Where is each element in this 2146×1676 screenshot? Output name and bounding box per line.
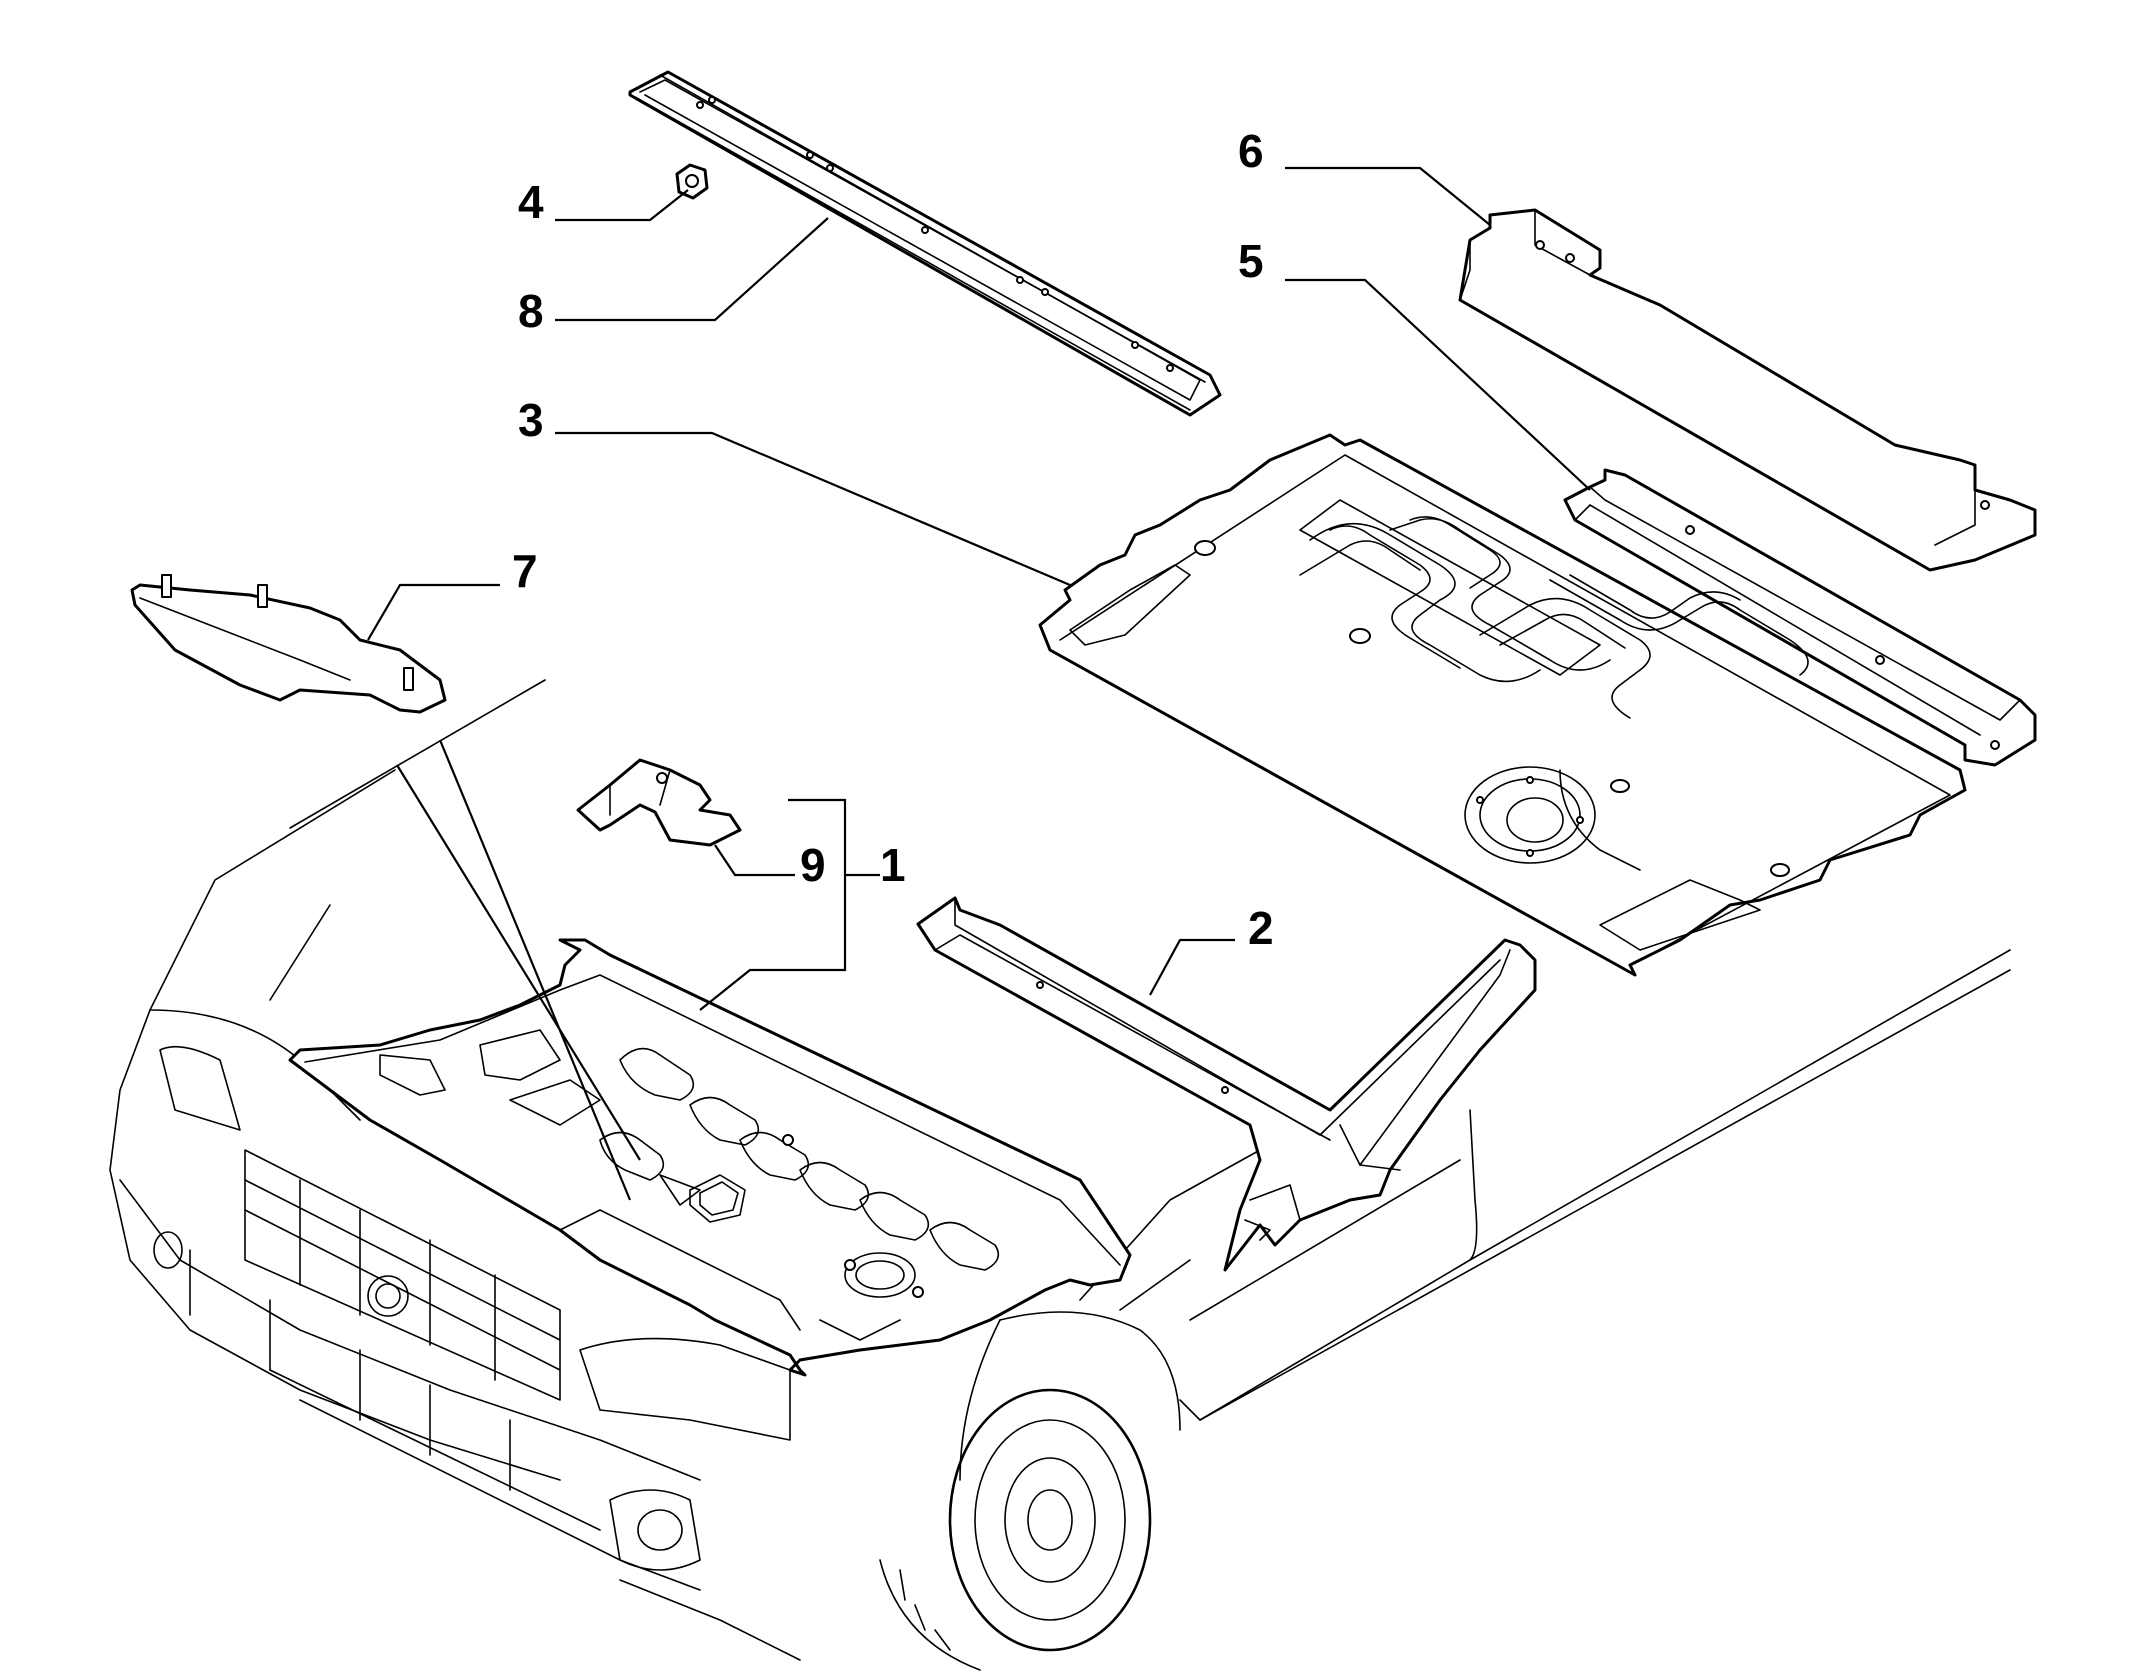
part-6-rear-panel	[1458, 208, 2037, 572]
callout-9: 9	[800, 839, 826, 891]
callout-2: 2	[1248, 902, 1274, 954]
callout-7: 7	[512, 545, 538, 597]
part-2-floor-side-member	[916, 896, 1537, 1272]
callout-4: 4	[518, 176, 544, 228]
part-4-nut	[675, 163, 709, 200]
part-9-small-bracket	[576, 758, 742, 847]
part-1-front-floor-panel	[288, 938, 1132, 1377]
part-8-cross-beam	[628, 70, 1222, 417]
leader-lines	[367, 166, 1591, 1201]
part-5-rear-cross-member	[1563, 468, 2037, 767]
callout-3: 3	[518, 394, 544, 446]
part-3-rear-floor-panel	[1038, 433, 1967, 977]
callout-labels: 4 8 3 6 5 7 9 1 2	[512, 125, 1274, 954]
callout-8: 8	[518, 285, 544, 337]
part-7-bracket-plate	[130, 574, 447, 714]
callout-1: 1	[880, 839, 906, 891]
callout-5: 5	[1238, 235, 1264, 287]
callout-6: 6	[1238, 125, 1264, 177]
